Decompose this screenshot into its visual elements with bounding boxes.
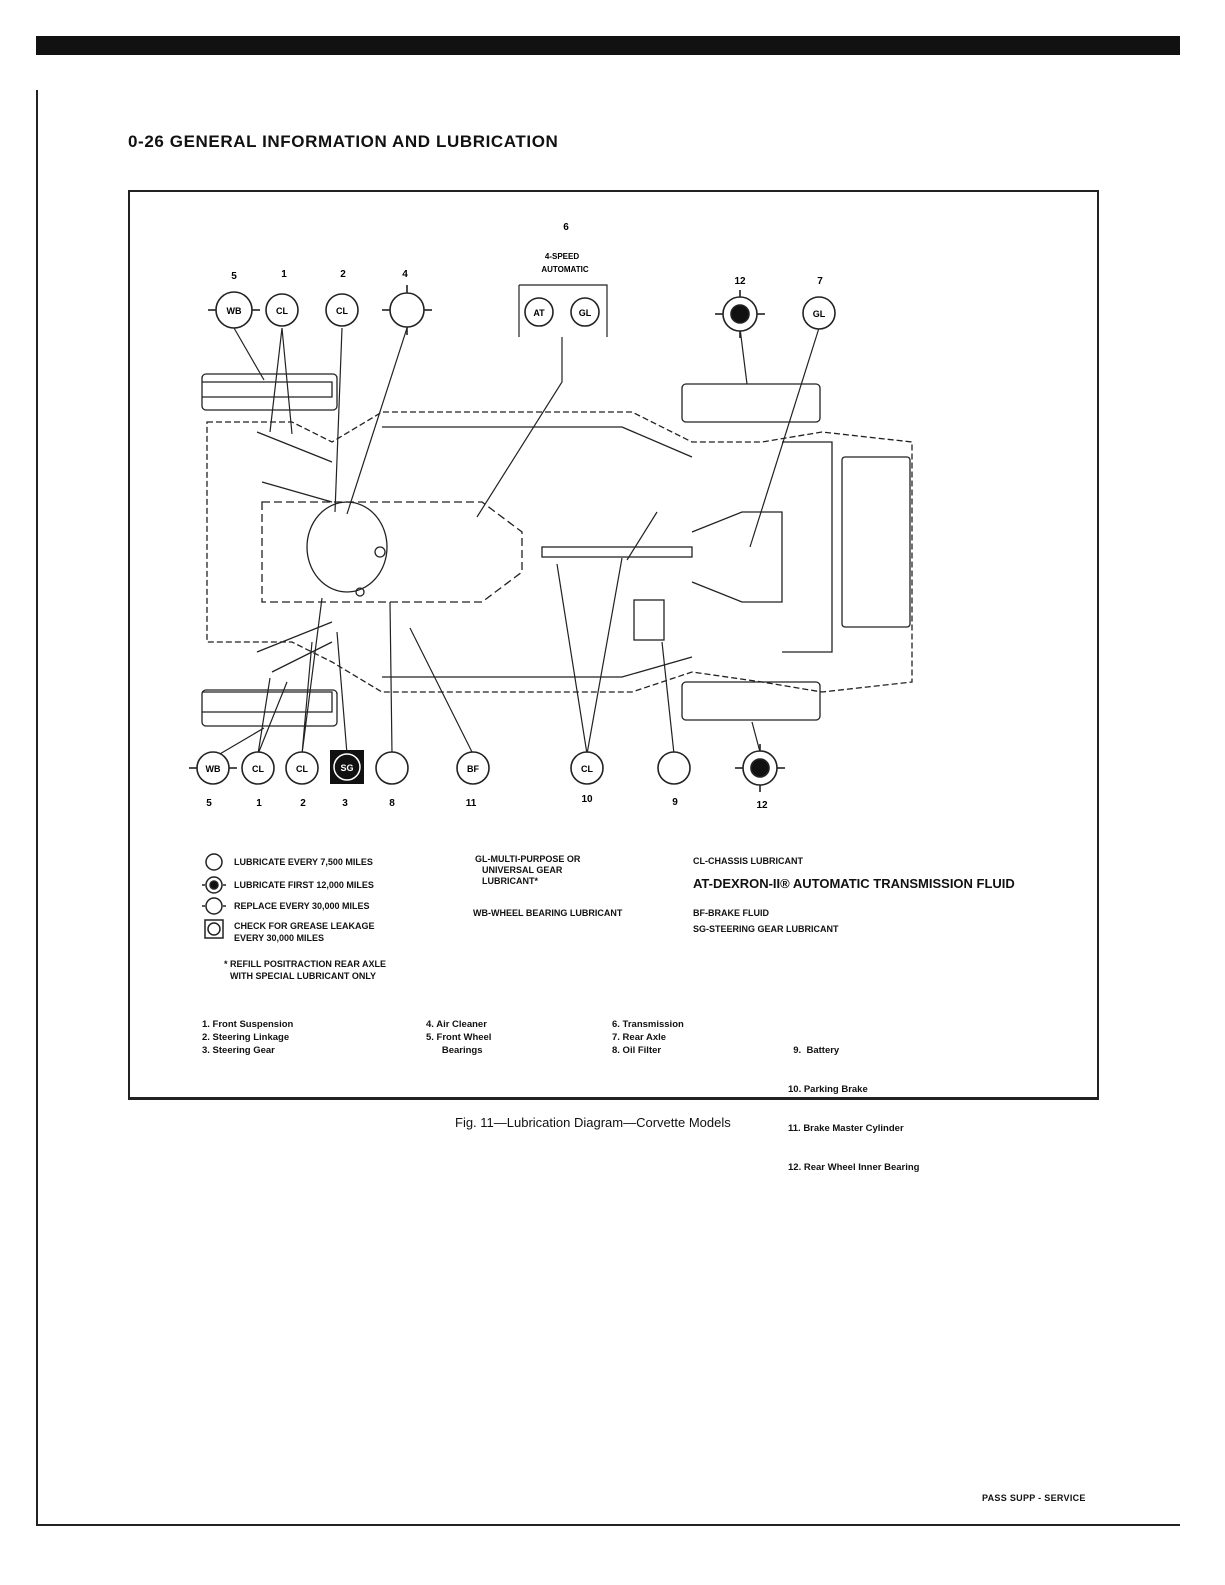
sg-symbol	[333, 753, 361, 781]
bottom-rule	[36, 1524, 1180, 1526]
item-list-col3: 6. Transmission 7. Rear Axle 8. Oil Filt…	[612, 1018, 684, 1057]
item-4: 4. Air Cleaner	[426, 1019, 487, 1030]
legend-lube-first: Lubricate first 12,000 miles	[234, 880, 374, 890]
legend-replace-icon	[205, 897, 223, 915]
item-list-col2: 4. Air Cleaner 5. Front Wheel Bearings	[426, 1018, 491, 1057]
legend-cl: CL-Chassis lubricant	[693, 856, 803, 866]
legend-replace: Replace every 30,000 miles	[234, 901, 370, 911]
at-symbol-label: AT	[533, 308, 545, 318]
legend-lube-7500: Lubricate every 7,500 miles	[234, 857, 373, 867]
cl-symbol-parking-brake	[570, 751, 604, 785]
lubrication-diagram: WB CL CL AT GL GL 6 4-SPEED AUTOMATIC 5 …	[189, 222, 913, 811]
item-list-col1: 1. Front Suspension 2. Steering Linkage …	[202, 1018, 293, 1057]
item-12: 12. Rear Wheel Inner Bearing	[788, 1162, 920, 1173]
left-margin-rule	[36, 90, 38, 1525]
figure-frame: WB CL CL AT GL GL 6 4-SPEED AUTOMATIC 5 …	[128, 190, 1099, 1173]
cl-symbol-top-2	[325, 293, 359, 327]
wb-symbol-bottom-label: WB	[206, 764, 221, 774]
gl-symbol-transmission	[570, 297, 600, 327]
callout-11-bottom: 11	[466, 798, 477, 809]
cl-symbol-parking-brake-label: CL	[581, 764, 593, 774]
item-3: 3. Steering Gear	[202, 1045, 275, 1056]
legend-refill-line2: with special lubricant only	[230, 971, 377, 981]
callout-8-bottom: 8	[389, 798, 395, 809]
legend-check-line2: every 30,000 miles	[234, 933, 325, 943]
callout-12-bottom: 12	[756, 800, 768, 811]
lube-first-symbol-top	[715, 290, 765, 338]
gl-symbol-axle	[802, 296, 836, 330]
item-7: 7. Rear Axle	[612, 1032, 667, 1043]
cl-symbol-bottom-1-label: CL	[252, 764, 264, 774]
item-2: 2. Steering Linkage	[202, 1032, 290, 1043]
legend-at: AT-DEXRON-II® AUTOMATIC TRANSMISSION FLU…	[693, 876, 1015, 891]
bf-symbol-label: BF	[467, 764, 479, 774]
legend-check-line1: Check for grease leakage	[234, 921, 375, 931]
replace-symbol-air-cleaner	[382, 285, 432, 335]
cl-symbol-bottom-2-label: CL	[296, 764, 308, 774]
legend-gl-line2: universal gear	[482, 865, 563, 875]
legend-wb: WB-Wheel bearing lubricant	[473, 908, 623, 918]
legend-sg: SG-Steering gear lubricant	[693, 924, 839, 934]
item-5: 5. Front Wheel	[426, 1032, 492, 1043]
item-8: 8. Oil Filter	[612, 1045, 662, 1056]
legend-refill-line1: * Refill positraction rear axle	[224, 959, 387, 969]
cl-symbol-top-1-label: CL	[276, 306, 288, 316]
callout-10-bottom: 10	[581, 794, 593, 805]
callout-5-bottom: 5	[206, 798, 212, 809]
callout-5-top: 5	[231, 271, 237, 282]
cl-symbol-top-2-label: CL	[336, 306, 348, 316]
lube-first-symbol-bottom	[735, 744, 785, 792]
cl-symbol-bottom-2	[285, 751, 319, 785]
item-10: 10. Parking Brake	[788, 1084, 868, 1095]
bf-symbol	[456, 751, 490, 785]
figure-caption: Fig. 11—Lubrication Diagram—Corvette Mod…	[455, 1115, 731, 1130]
lube-symbol-battery	[657, 751, 691, 785]
item-6: 6. Transmission	[612, 1019, 684, 1030]
callout-3-bottom: 3	[342, 798, 348, 809]
gl-symbol-transmission-label: GL	[579, 308, 592, 318]
item-11: 11. Brake Master Cylinder	[788, 1123, 904, 1134]
at-symbol	[524, 297, 554, 327]
legend-gl-line1: GL-Multi-purpose or	[475, 854, 581, 864]
wb-symbol-bottom	[189, 751, 237, 785]
legend-symbols	[202, 853, 226, 939]
item-1: 1. Front Suspension	[202, 1019, 294, 1030]
callout-1-bottom: 1	[256, 798, 262, 809]
callout-1-top: 1	[281, 269, 287, 280]
transmission-type-line1: 4-SPEED	[545, 252, 579, 261]
callout-9-bottom: 9	[672, 797, 678, 808]
item-9: 9. Battery	[788, 1045, 840, 1056]
gl-symbol-axle-label: GL	[813, 309, 826, 319]
callout-4-top: 4	[402, 269, 408, 280]
cl-symbol-top-1	[265, 293, 299, 327]
sg-symbol-label: SG	[340, 763, 353, 773]
legend-bf: BF-Brake fluid	[693, 908, 769, 918]
legend-plain-circle-icon	[205, 853, 223, 871]
wb-symbol-top-label: WB	[227, 306, 242, 316]
top-black-bar	[36, 36, 1180, 55]
transmission-type-line2: AUTOMATIC	[541, 265, 588, 274]
item-5-cont: Bearings	[426, 1045, 483, 1056]
legend-gl-line3: lubricant*	[482, 876, 538, 886]
item-list-col4: 9. Battery 10. Parking Brake 11. Brake M…	[788, 1018, 919, 1200]
cl-symbol-bottom-1	[241, 751, 275, 785]
callout-2-bottom: 2	[300, 798, 306, 809]
callout-6: 6	[563, 222, 569, 233]
callout-2-top: 2	[340, 269, 346, 280]
page-title: 0-26 GENERAL INFORMATION AND LUBRICATION	[128, 132, 559, 151]
lube-symbol-oil-filter	[375, 751, 409, 785]
callout-12-top: 12	[734, 276, 746, 287]
footer-label: PASS SUPP - SERVICE	[982, 1493, 1086, 1503]
wb-symbol-top	[208, 291, 260, 329]
callout-7-top: 7	[817, 276, 823, 287]
